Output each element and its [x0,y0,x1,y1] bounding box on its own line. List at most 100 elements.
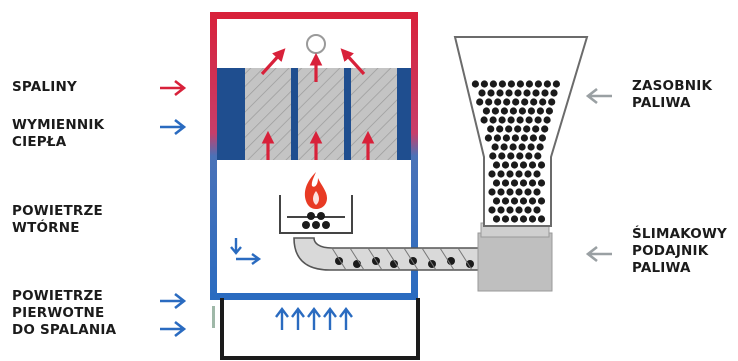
pellet-dot [484,134,492,142]
pellet-dot [515,206,523,214]
pellet-dot [543,116,551,124]
pellet-dot [519,215,528,223]
arrow-icon-podajnik [585,245,612,263]
pellet-dot [507,80,515,88]
label-wtorne-line1: POWIETRZE [12,203,103,219]
pellet-dot [497,170,505,178]
label-podajnik-line1: ŚLIMAKOWY [632,226,728,242]
pellet-dot [510,197,519,205]
label-spaliny: SPALINY [12,79,77,96]
pellet-dot [491,107,499,115]
secondary-air-arrows [230,238,262,265]
pellet-dot [501,215,510,223]
pellet-dot [543,80,552,88]
pellet-dot [512,98,520,106]
pellet-dot [494,98,502,106]
label-wymiennik-line2: CIEPŁA [12,134,67,150]
pellet-dot [502,134,510,142]
pellet-dot [527,107,536,115]
pellet-dot [485,98,493,106]
pellet-dot [534,116,542,124]
pellet-dot [514,89,522,97]
pellet-dot [501,179,510,187]
pellet-dot [538,134,547,142]
pellet-dot [480,116,488,124]
pellet-dot [533,188,541,196]
pellet-dot [489,116,497,124]
arrow-icon-spaliny [160,79,187,97]
pellet-dot [488,188,496,196]
pellet-dot [552,80,561,88]
label-pierwotne-line3: DO SPALANIA [12,322,117,338]
pellet-dot [506,170,514,178]
label-pierwotne-line1: POWIETRZE [12,288,103,304]
pellet-dot [487,89,495,97]
pellet-dot [536,107,545,115]
pellet-dot [492,197,501,205]
pellet-dot [537,197,546,205]
label-powietrze-wtorne: POWIETRZE WTÓRNE [12,203,103,237]
pellet-dot [533,170,541,178]
pellet-dot [537,161,546,169]
pellet-dot [506,206,514,214]
label-pierwotne-line2: PIERWOTNE [12,305,105,321]
pellet-dot [509,143,517,151]
pellet-dot [498,116,506,124]
pellet-dot [541,125,549,133]
pellet-dot [548,98,556,106]
pellet-dot [492,179,501,187]
pellet-dot [488,170,496,178]
pellet-dot [532,125,540,133]
pellet-dot [489,152,497,160]
pellet-dot [501,161,510,169]
pellet-dot [525,116,533,124]
pellet-dot [539,98,547,106]
pellet-dot [487,125,495,133]
pellet-dot [482,107,490,115]
pellet-dot [507,116,515,124]
pellet-dot [528,161,537,169]
pellet-dot [529,134,538,142]
pellet-dot [476,98,484,106]
pellet-dot [528,215,537,223]
pellet-dot [498,152,506,160]
label-powietrze-pierwotne: POWIETRZE PIERWOTNE DO SPALANIA [12,288,116,339]
label-podajnik-line3: PALIWA [632,260,691,276]
pellet-dot [498,80,506,88]
pellet-dot [507,152,515,160]
pellet-dot [524,188,532,196]
pellet-dot [534,80,543,88]
pellet-dot [488,206,496,214]
arrow-icon-wymiennik [160,118,187,136]
label-zasobnik-line1: ZASOBNIK [632,78,713,94]
label-podajnik: ŚLIMAKOWY PODAJNIK PALIWA [632,226,727,277]
pellet-dot [496,89,504,97]
pellet-dot [500,107,508,115]
pellet-dot [520,134,529,142]
pellet-dot [501,197,510,205]
pellet-dot [510,161,519,169]
label-wymiennik: WYMIENNIK CIEPŁA [12,117,104,151]
label-wtorne-line2: WTÓRNE [12,220,80,236]
boiler-shell [210,12,420,360]
label-wymiennik-line1: WYMIENNIK [12,117,105,133]
label-podajnik-line2: PODAJNIK [632,243,709,259]
pellet-dot [537,179,546,187]
pellet-dot [528,197,537,205]
pellet-dot [515,170,523,178]
pellet-dot [516,152,524,160]
heat-exchanger [217,68,411,160]
pellet-dot [491,143,499,151]
pellet-dot [505,89,513,97]
pellet-dot [528,179,537,187]
pellet-dot [537,215,546,223]
arrow-icon-zasobnik [585,87,612,105]
pellet-dot [545,107,554,115]
pellet-dot [530,98,538,106]
pellet-dot [514,125,522,133]
pellet-dot [534,152,542,160]
pellet-dot [519,161,528,169]
pellet-dot [515,188,523,196]
label-spaliny-line1: SPALINY [12,79,77,95]
pellet-dot [536,143,544,151]
